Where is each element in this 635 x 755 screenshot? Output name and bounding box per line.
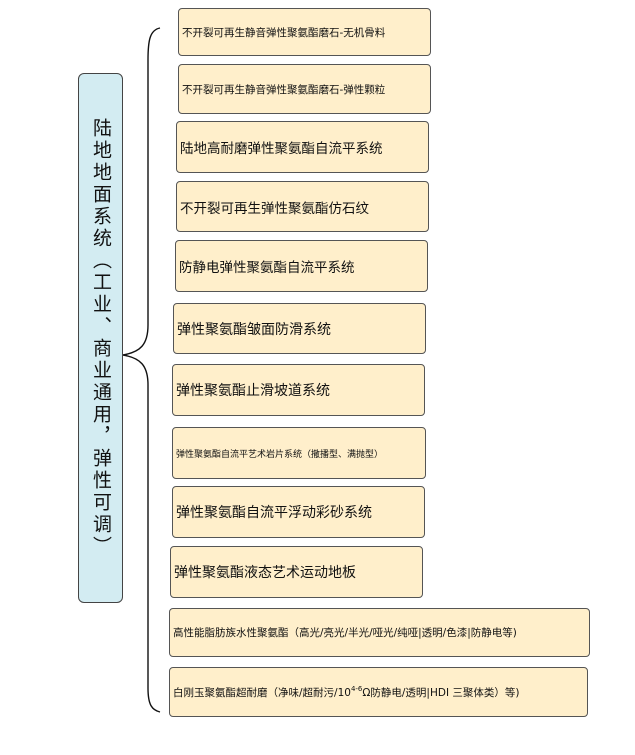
child-label: 弹性聚氨酯自流平浮动彩砂系统	[176, 505, 372, 521]
child-label: 弹性聚氨酯自流平艺术岩片系统（撒播型、满抛型）	[176, 449, 384, 460]
root-node[interactable]: 陆地地面系统（工业、商业通用，弹性可调）	[78, 73, 123, 603]
child-label: 防静电弹性聚氨酯自流平系统	[179, 260, 355, 276]
child-label: 不开裂可再生静音弹性聚氨酯磨石-弹性颗粒	[182, 83, 386, 96]
child-label: 弹性聚氨酯皱面防滑系统	[177, 321, 331, 338]
child-label: 高性能脂肪族水性聚氨酯（高光/亮光/半光/哑光/纯哑|透明/色漆|防静电等)	[173, 627, 517, 639]
child-label-superscript: 4-6	[350, 684, 363, 693]
child-label: 陆地高耐磨弹性聚氨酯自流平系统	[180, 141, 383, 157]
child-node-8[interactable]: 弹性聚氨酯自流平艺术岩片系统（撒播型、满抛型）	[172, 427, 426, 479]
child-node-2[interactable]: 不开裂可再生静音弹性聚氨酯磨石-弹性颗粒	[178, 64, 431, 114]
child-node-3[interactable]: 陆地高耐磨弹性聚氨酯自流平系统	[176, 121, 429, 173]
child-node-4[interactable]: 不开裂可再生弹性聚氨酯仿石纹	[176, 181, 429, 232]
child-node-12[interactable]: 白刚玉聚氨酯超耐磨（净味/超耐污/104-6Ω防静电/透明|HDI 三聚体类）等…	[169, 667, 588, 717]
child-node-9[interactable]: 弹性聚氨酯自流平浮动彩砂系统	[172, 486, 425, 538]
child-node-6[interactable]: 弹性聚氨酯皱面防滑系统	[173, 303, 426, 354]
root-label: 陆地地面系统（工业、商业通用，弹性可调）	[90, 118, 112, 558]
child-label: 弹性聚氨酯止滑坡道系统	[176, 383, 330, 399]
child-label: 弹性聚氨酯液态艺术运动地板	[174, 565, 356, 581]
child-node-1[interactable]: 不开裂可再生静音弹性聚氨酯磨石-无机骨料	[178, 8, 431, 56]
child-label: 不开裂可再生静音弹性聚氨酯磨石-无机骨料	[182, 26, 386, 39]
child-node-7[interactable]: 弹性聚氨酯止滑坡道系统	[172, 364, 425, 416]
child-node-5[interactable]: 防静电弹性聚氨酯自流平系统	[175, 240, 428, 292]
child-label-part: Ω防静电/透明|HDI 三聚体类）等)	[362, 686, 520, 699]
child-node-10[interactable]: 弹性聚氨酯液态艺术运动地板	[170, 546, 423, 598]
child-node-11[interactable]: 高性能脂肪族水性聚氨酯（高光/亮光/半光/哑光/纯哑|透明/色漆|防静电等)	[169, 608, 590, 657]
brace-path	[122, 27, 161, 713]
child-label: 白刚玉聚氨酯超耐磨（净味/超耐污/104-6Ω防静电/透明|HDI 三聚体类）等…	[173, 685, 520, 700]
child-label-part: 白刚玉聚氨酯超耐磨（净味/超耐污/10	[173, 686, 351, 699]
child-label: 不开裂可再生弹性聚氨酯仿石纹	[180, 200, 369, 217]
